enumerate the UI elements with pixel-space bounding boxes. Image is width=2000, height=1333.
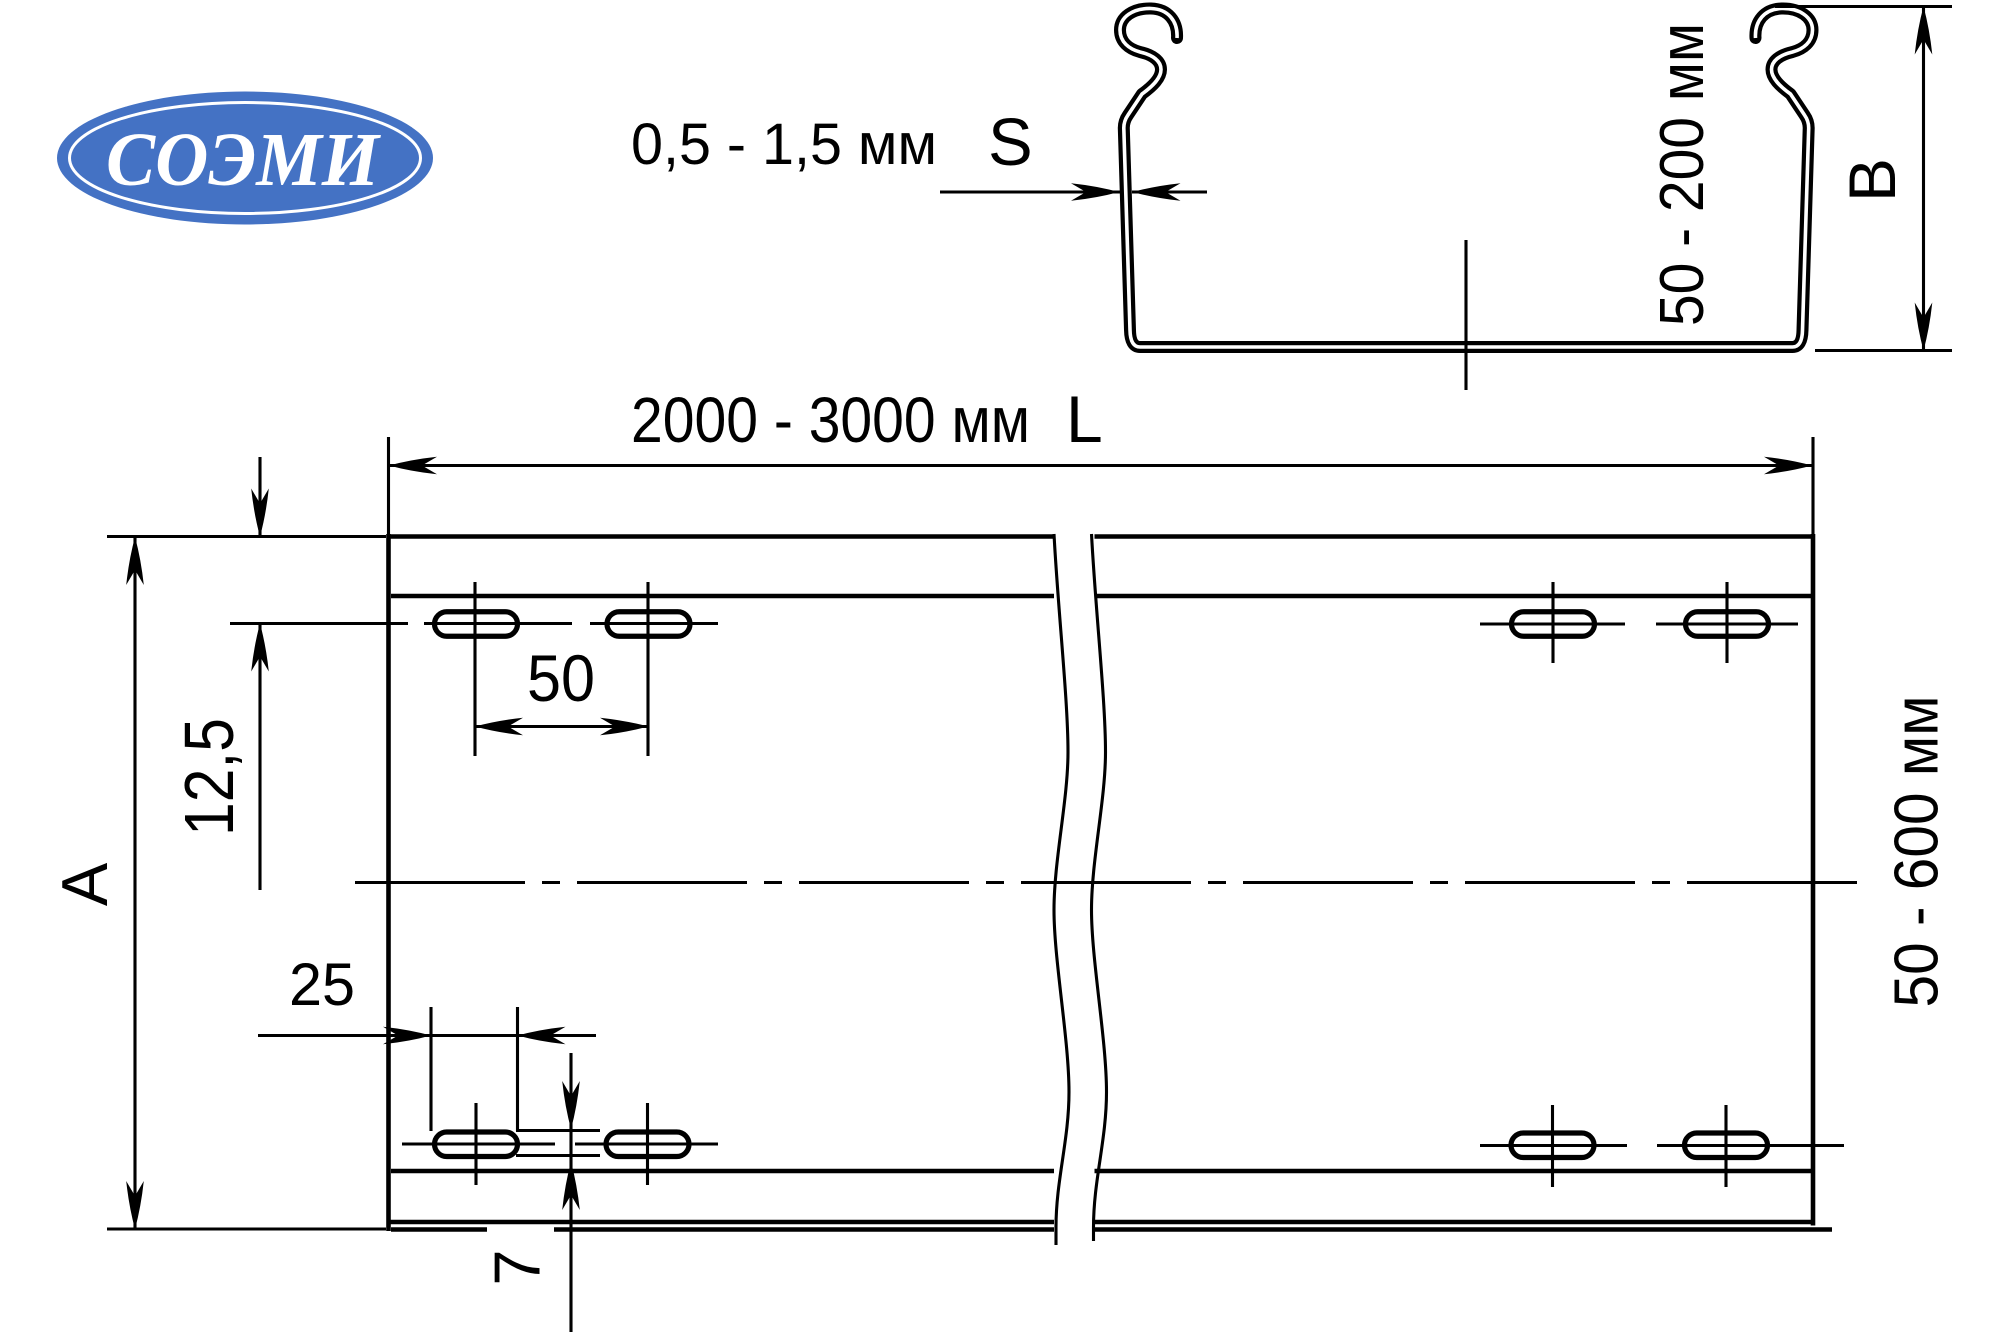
svg-text:0,5 - 1,5 мм: 0,5 - 1,5 мм: [631, 112, 937, 177]
svg-text:7: 7: [481, 1249, 554, 1285]
svg-text:СОЭМИ: СОЭМИ: [106, 118, 382, 202]
svg-text:50: 50: [527, 641, 595, 715]
svg-text:50 - 600 мм: 50 - 600 мм: [1883, 696, 1952, 1008]
svg-text:L: L: [1066, 382, 1103, 456]
svg-text:S: S: [988, 105, 1033, 180]
svg-text:B: B: [1835, 158, 1909, 202]
svg-text:A: A: [48, 862, 121, 906]
svg-text:2000 - 3000 мм: 2000 - 3000 мм: [631, 384, 1030, 456]
svg-text:50 - 200 мм: 50 - 200 мм: [1648, 23, 1717, 326]
svg-text:25: 25: [289, 951, 355, 1018]
svg-text:12,5: 12,5: [170, 718, 248, 836]
